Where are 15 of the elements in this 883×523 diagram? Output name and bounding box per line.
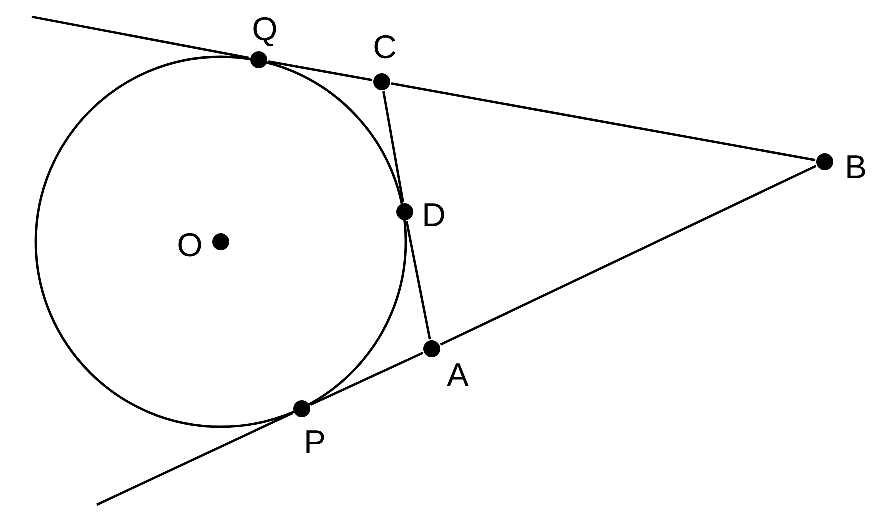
line	[391, 82, 816, 162]
point-label: A	[447, 364, 469, 386]
line	[440, 165, 817, 346]
line	[310, 352, 424, 406]
line	[382, 91, 404, 203]
point-label: D	[424, 204, 444, 226]
line	[96, 412, 294, 506]
point-label: P	[306, 430, 324, 454]
point-label: O	[178, 233, 202, 257]
point-label: B	[848, 156, 866, 178]
line	[268, 60, 373, 82]
line	[406, 221, 432, 340]
line	[32, 16, 250, 60]
point-label: Q	[254, 17, 276, 47]
point-label: C	[374, 35, 396, 59]
